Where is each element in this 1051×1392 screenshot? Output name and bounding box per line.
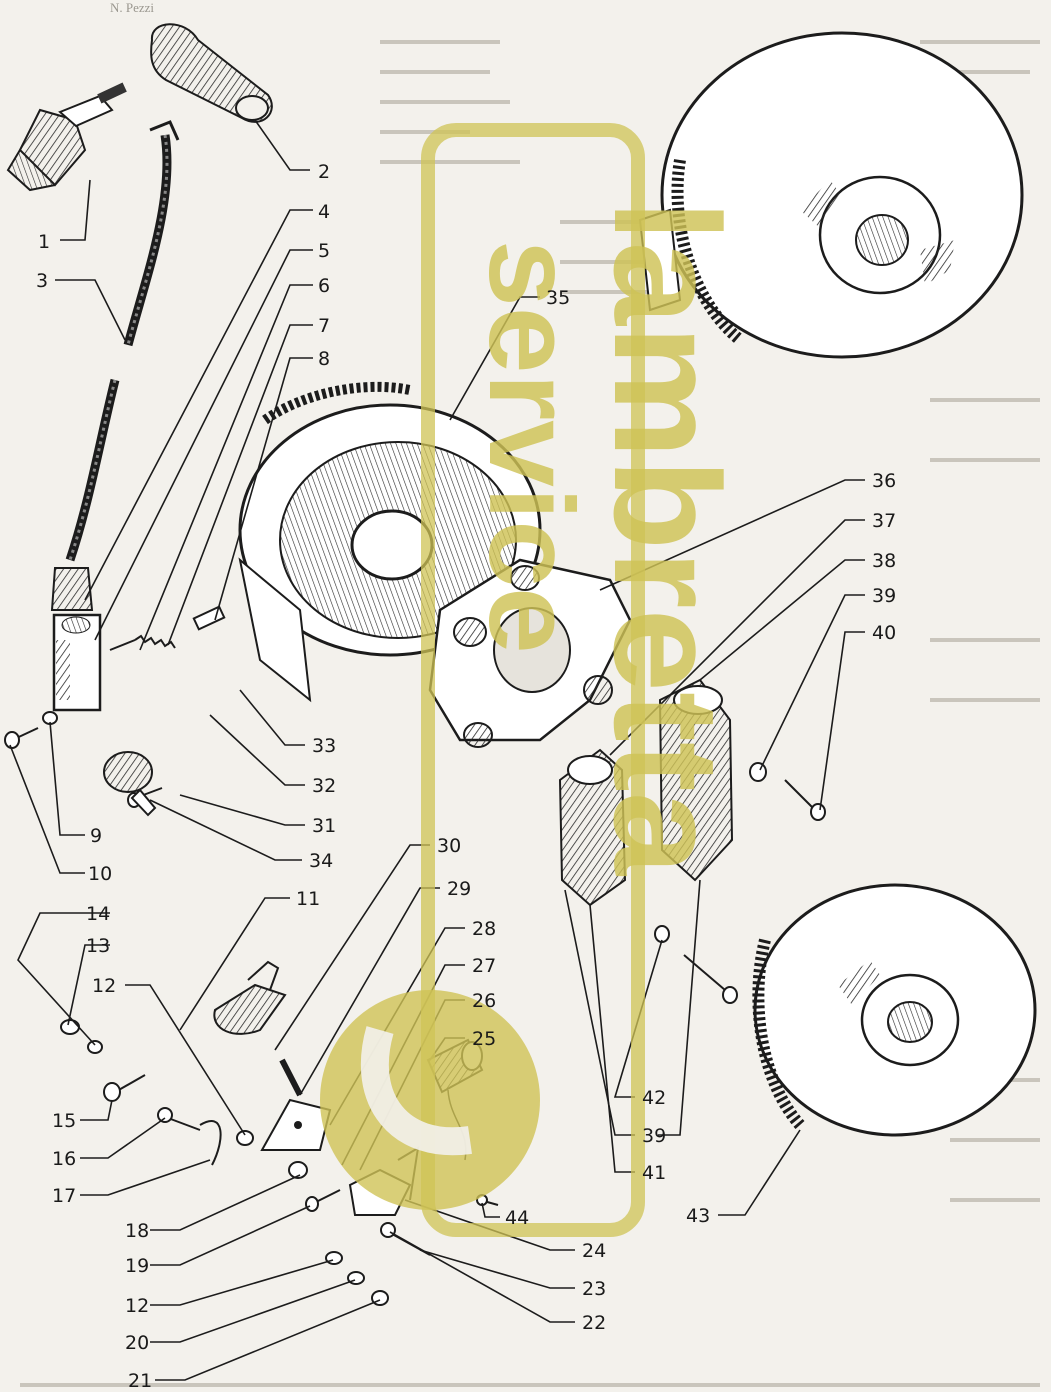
callout-3: 3 xyxy=(36,270,48,292)
callout-14: 14 xyxy=(86,903,110,925)
callout-1: 1 xyxy=(38,231,50,253)
callout-36: 36 xyxy=(872,470,896,492)
callout-42: 42 xyxy=(642,1087,666,1109)
callout-17: 17 xyxy=(52,1185,76,1207)
part-knob-34 xyxy=(103,751,157,817)
callout-33: 33 xyxy=(312,735,336,757)
callout-30: 30 xyxy=(437,835,461,857)
callout-43: 43 xyxy=(686,1205,710,1227)
callout-29: 29 xyxy=(447,878,471,900)
background-text-lines xyxy=(20,40,1040,1387)
callout-27: 27 xyxy=(472,955,496,977)
callout-20: 20 xyxy=(125,1332,149,1354)
part-screws-right xyxy=(654,762,826,1004)
part-stator-housing xyxy=(238,381,542,703)
callout-8: 8 xyxy=(318,348,330,370)
part-flywheel-bottom xyxy=(752,883,1037,1137)
callout-37: 37 xyxy=(872,510,896,532)
callout-5: 5 xyxy=(318,240,330,262)
part-ignition-coil xyxy=(50,567,102,712)
callout-2: 2 xyxy=(318,161,330,183)
callout-4: 4 xyxy=(318,201,330,223)
callout-23: 23 xyxy=(582,1278,606,1300)
part-coils-37-41 xyxy=(558,678,734,907)
watermark-line1: lambretta xyxy=(583,200,751,877)
callout-39b: 39 xyxy=(642,1125,666,1147)
callout-6: 6 xyxy=(318,275,330,297)
callout-32: 32 xyxy=(312,775,336,797)
callout-21: 21 xyxy=(128,1370,152,1392)
callout-22: 22 xyxy=(582,1312,606,1334)
part-ht-lead xyxy=(65,120,180,562)
callout-25: 25 xyxy=(472,1028,496,1050)
callout-10: 10 xyxy=(88,863,112,885)
callout-15: 15 xyxy=(52,1110,76,1132)
callout-11: 11 xyxy=(296,888,320,910)
watermark-line2: service xyxy=(464,240,598,654)
callouts: 1 2 3 4 5 6 7 8 9 10 11 12 13 14 15 16 1… xyxy=(36,161,896,1392)
callout-19: 19 xyxy=(125,1255,149,1277)
callout-39: 39 xyxy=(872,585,896,607)
callout-38: 38 xyxy=(872,550,896,572)
callout-34: 34 xyxy=(309,850,333,872)
callout-12b: 12 xyxy=(125,1295,149,1317)
callout-9: 9 xyxy=(90,825,102,847)
part-felt-pad-11 xyxy=(213,960,287,1035)
callout-35: 35 xyxy=(546,287,570,309)
callout-40: 40 xyxy=(872,622,896,644)
callout-16: 16 xyxy=(52,1148,76,1170)
callout-18: 18 xyxy=(125,1220,149,1242)
callout-13: 13 xyxy=(86,935,110,957)
part-spark-plug-cap xyxy=(150,23,273,123)
part-spark-plug xyxy=(6,82,127,192)
callout-24: 24 xyxy=(582,1240,606,1262)
part-backplate-36 xyxy=(428,558,632,748)
leader-lines xyxy=(9,119,865,1381)
background-text-top-left: N. Pezzi xyxy=(110,0,155,15)
watermark: lambretta service xyxy=(320,123,751,1237)
callout-44: 44 xyxy=(505,1207,529,1229)
part-flywheel-top xyxy=(638,31,1024,359)
callout-7: 7 xyxy=(318,315,330,337)
callout-41: 41 xyxy=(642,1162,666,1184)
callout-31: 31 xyxy=(312,815,336,837)
callout-12: 12 xyxy=(92,975,116,997)
callout-28: 28 xyxy=(472,918,496,940)
callout-26: 26 xyxy=(472,990,496,1012)
